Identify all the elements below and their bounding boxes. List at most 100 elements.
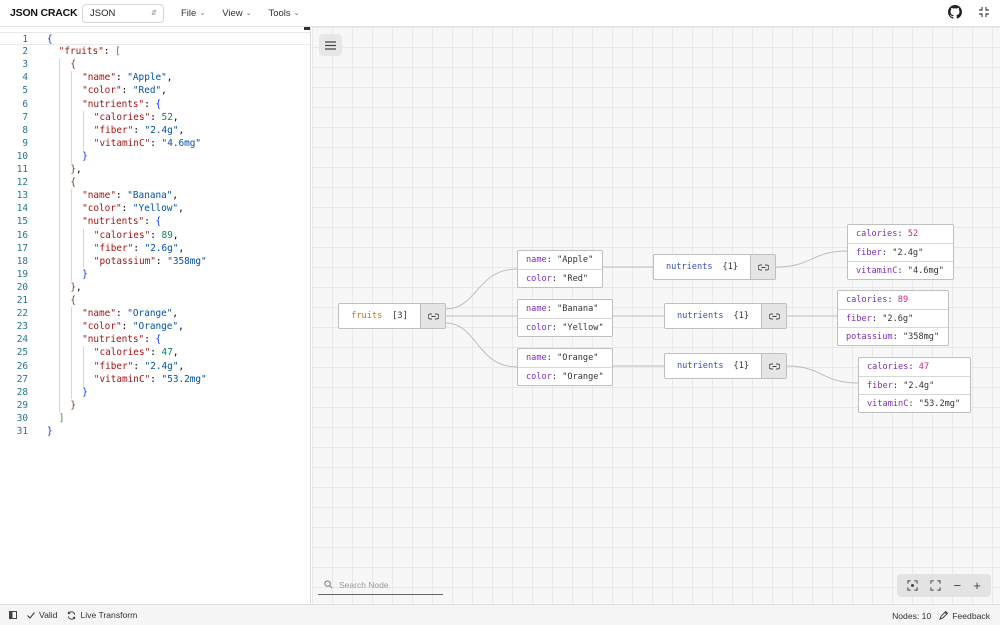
code-token: : [115,72,128,84]
app-logo[interactable]: JSON CRACK [10,7,78,19]
code-token: , [76,164,82,175]
code-token: : [103,46,116,58]
node-fruits-link-button[interactable] [420,304,445,328]
code-token: "Yellow" [132,203,179,215]
line-number: 30 [16,412,28,424]
editor-line[interactable]: 4"name": "Apple", [0,71,310,84]
editor-line[interactable]: 7"calories": 52, [0,111,310,124]
node-fruits[interactable]: fruits [3] [338,303,446,329]
node-row: name: "Apple" [526,255,594,265]
indent-guide [71,71,72,163]
code-token: "Orange" [127,308,173,320]
editor-line[interactable]: 8"fiber": "2.4g", [0,124,310,137]
fit-screen-icon[interactable] [930,580,941,591]
node-nutrients-link-button[interactable] [761,354,786,378]
editor-line[interactable]: 25"calories": 47, [0,346,310,359]
node-item-apple[interactable]: name: "Apple" color: "Red" [517,250,603,288]
code-text: "fiber": "2.6g", [94,242,184,255]
collapse-icon[interactable] [978,6,990,18]
code-token: } [47,426,53,437]
node-nutrients-1[interactable]: nutrients {1} [653,254,776,280]
code-token: "fruits" [58,46,104,58]
editor-line[interactable]: 12{ [0,176,310,189]
code-token: "fiber" [93,242,134,254]
prop-value: "Orange" [557,353,599,363]
code-token: , [172,190,179,202]
node-nutrients-3[interactable]: nutrients {1} [664,353,787,379]
line-number: 9 [22,137,28,149]
node-item-orange[interactable]: name: "Orange" color: "Orange" [517,348,613,386]
node-leaf-2[interactable]: calories: 89 fiber: "2.6g" potassium: "3… [837,290,949,346]
menu-tools[interactable]: Tools ⌄ [268,8,299,19]
editor-line[interactable]: 3{ [0,58,310,71]
node-nutrients-2[interactable]: nutrients {1} [664,303,787,329]
editor-line[interactable]: 29} [0,399,310,412]
editor-line[interactable]: 17"fiber": "2.6g", [0,242,310,255]
node-leaf-1[interactable]: calories: 52 fiber: "2.4g" vitaminC: "4.… [847,224,954,280]
feedback-button[interactable]: Feedback [939,611,990,621]
editor-line[interactable]: 18"potassium": "358mg" [0,255,310,268]
search-node-input[interactable]: Search Node [318,575,443,595]
prop-key: name [526,353,547,363]
link-icon [768,312,780,320]
editor-line[interactable]: 14"color": "Yellow", [0,202,310,215]
format-select-value: JSON [90,7,116,19]
menu-file[interactable]: File ⌄ [181,8,205,19]
editor-scrollbar[interactable] [304,27,310,30]
code-text: ] [59,412,65,425]
search-icon [324,580,333,589]
editor-line[interactable]: 20}, [0,281,310,294]
live-transform-toggle[interactable]: Live Transform [67,610,137,620]
editor-line[interactable]: 31} [0,425,310,438]
editor-line[interactable]: 2"fruits": [ [0,45,310,58]
editor-line[interactable]: 19} [0,268,310,281]
node-item-banana[interactable]: name: "Banana" color: "Yellow" [517,299,613,337]
edge-fruits-orange [445,322,518,368]
editor-line[interactable]: 9"vitaminC": "4.6mg" [0,137,310,150]
code-token: : [121,321,133,333]
node-nutrients-link-button[interactable] [761,304,786,328]
edge-nutrients-leaf-1 [775,250,848,268]
graph-canvas[interactable]: fruits [3] name: "Apple" color: "Red" na… [312,27,1000,604]
code-text: "color": "Orange", [82,320,184,333]
line-number: 22 [16,308,28,320]
code-token: { [155,216,162,228]
focus-icon[interactable] [907,580,918,591]
line-number: 6 [22,98,28,110]
editor-line[interactable]: 5"color": "Red", [0,84,310,97]
editor-line[interactable]: 22"name": "Orange", [0,307,310,320]
github-icon[interactable] [948,5,962,19]
editor-line[interactable]: 21{ [0,294,310,307]
editor-line[interactable]: 27"vitaminC": "53.2mg" [0,373,310,386]
zoom-out-icon[interactable]: − [953,578,962,593]
editor-line[interactable]: 13"name": "Banana", [0,189,310,202]
sidebar-toggle[interactable] [9,611,17,619]
node-leaf-3[interactable]: calories: 47 fiber: "2.4g" vitaminC: "53… [858,357,971,413]
line-number: 31 [16,426,28,437]
editor-line[interactable]: 28} [0,386,310,399]
prop-key: color [526,323,552,333]
edge-nutrients-leaf-3 [786,365,859,384]
format-select[interactable]: JSON ⇵ [82,3,164,23]
editor-line[interactable]: 15"nutrients": { [0,215,310,228]
editor-line[interactable]: 26"fiber": "2.4g", [0,360,310,373]
prop-value: 47 [918,362,930,372]
editor-line[interactable]: 11}, [0,163,310,176]
code-text: }, [70,281,81,294]
editor-line[interactable]: 16"calories": 89, [0,229,310,242]
node-nutrients-link-button[interactable] [750,255,775,279]
editor-line[interactable]: 30] [0,412,310,425]
code-token: : [150,347,162,359]
canvas-menu-button[interactable] [319,34,342,56]
zoom-in-icon[interactable]: + [973,578,981,593]
code-token: "2.4g" [144,360,179,372]
code-token: "calories" [93,229,151,241]
editor-line[interactable]: 10} [0,150,310,163]
editor-line[interactable]: 6"nutrients": { [0,98,310,111]
code-editor[interactable]: 1{2"fruits": [3{4"name": "Apple",5"color… [0,27,311,604]
editor-line[interactable]: 23"color": "Orange", [0,320,310,333]
menu-view[interactable]: View ⌄ [222,8,251,19]
code-token: : [150,373,162,385]
editor-line[interactable]: 1{ [0,32,310,46]
editor-line[interactable]: 24"nutrients": { [0,333,310,346]
